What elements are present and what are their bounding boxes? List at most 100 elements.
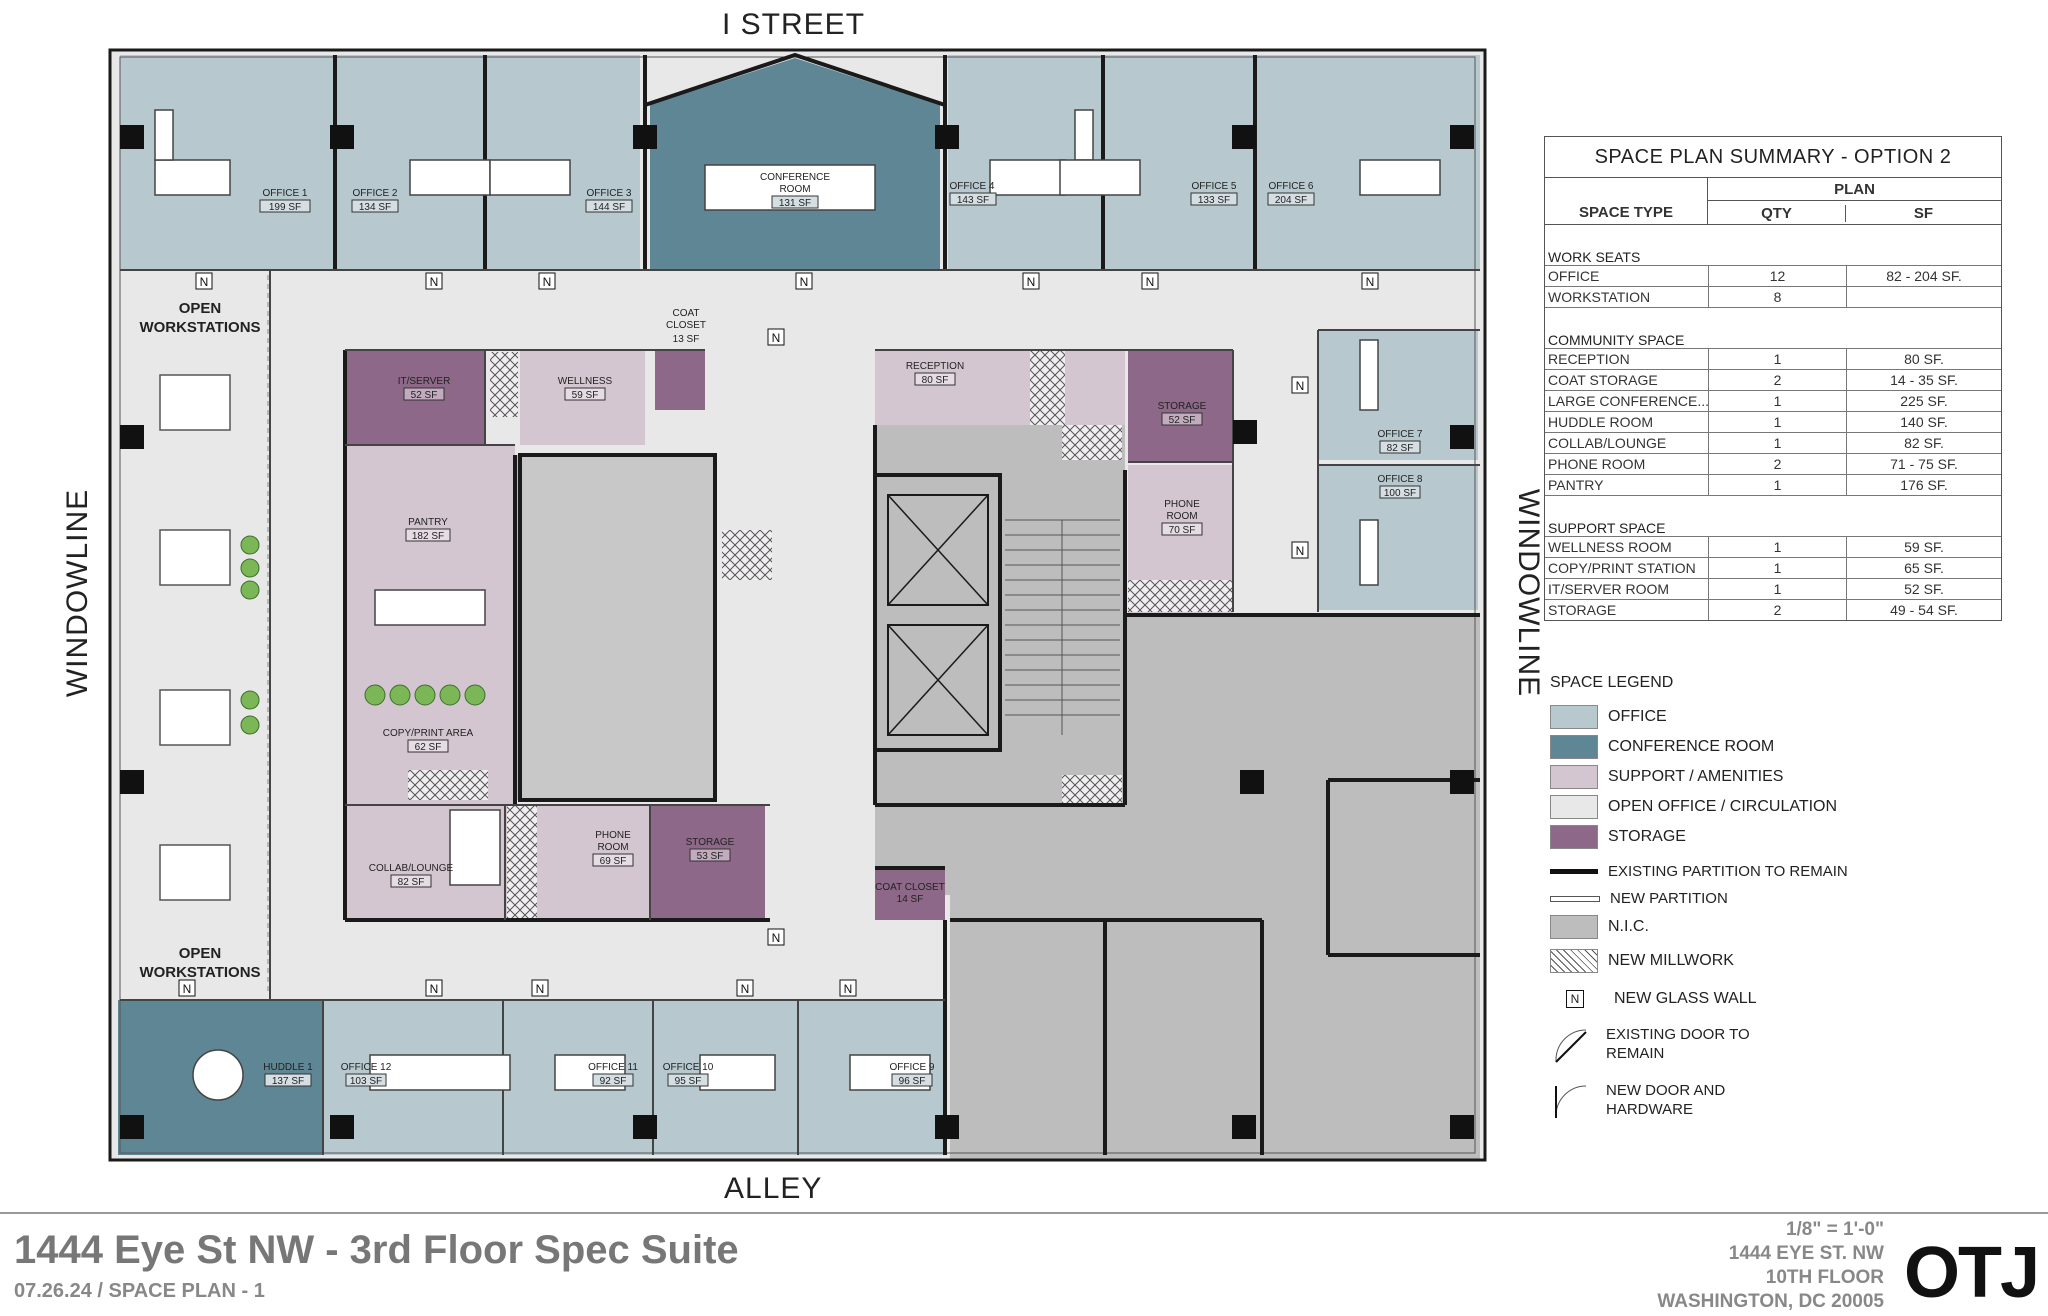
glass-wall-marker: N: [741, 982, 750, 996]
col-qty: QTY: [1708, 204, 1846, 222]
col-space-type: SPACE TYPE: [1545, 178, 1708, 225]
legend-glass: NEW GLASS WALL: [1614, 990, 1757, 1007]
office-8-area: 100 SF: [1384, 488, 1416, 499]
legend-existing-door-2: REMAIN: [1606, 1045, 1665, 1062]
legend-millwork: NEW MILLWORK: [1608, 952, 1734, 969]
phone-bot-area: 69 SF: [600, 856, 627, 867]
new-door-icon: [1555, 1085, 1587, 1118]
windowline-right: WINDOWLINE: [1512, 488, 1546, 698]
glass-wall-marker: N: [1296, 544, 1305, 558]
office-10-area: 95 SF: [675, 1076, 702, 1087]
collab-lounge-area: 82 SF: [398, 877, 425, 888]
existing-partition-icon: [1550, 869, 1598, 874]
phone-bot-label-1: PHONE: [595, 830, 631, 841]
office-5-label: OFFICE 5: [1191, 181, 1236, 192]
copy-print-label: COPY/PRINT AREA: [383, 728, 474, 739]
glass-wall-marker: N: [1366, 275, 1375, 289]
glass-wall-marker: N: [200, 275, 209, 289]
phone-top-label-2: ROOM: [1166, 511, 1197, 522]
section-work-seats: WORK SEATS: [1548, 249, 1641, 265]
address-line-1: 1444 EYE ST. NW: [1728, 1243, 1884, 1264]
office-4-area: 143 SF: [957, 195, 989, 206]
reception-area: 80 SF: [922, 375, 949, 386]
office-2-area: 134 SF: [359, 202, 391, 213]
project-address: 1/8" = 1'-0" 1444 EYE ST. NW 10TH FLOOR …: [1657, 1218, 1884, 1314]
legend-new-partition: NEW PARTITION: [1610, 890, 1728, 907]
glass-wall-marker: N: [430, 982, 439, 996]
legend-nic: N.I.C.: [1608, 918, 1649, 935]
legend-new-door-1: NEW DOOR AND: [1606, 1082, 1726, 1099]
office-1-label: OFFICE 1: [262, 188, 307, 199]
col-sf: SF: [1913, 204, 1934, 222]
address-line-2: 10TH FLOOR: [1765, 1267, 1884, 1288]
office-3-area: 144 SF: [593, 202, 625, 213]
office-11-area: 92 SF: [600, 1076, 627, 1087]
new-partition-icon: [1550, 895, 1600, 902]
coat-closet-bot-area: 14 SF: [897, 894, 924, 905]
office-8-label: OFFICE 8: [1377, 474, 1422, 485]
phone-top-label-1: PHONE: [1164, 499, 1200, 510]
address-line-3: WASHINGTON, DC 20005: [1657, 1291, 1884, 1312]
space-plan-summary: SPACE PLAN SUMMARY - OPTION 2 SPACE TYPE…: [1544, 136, 2002, 621]
open-workstations-top-1: OPEN: [179, 300, 222, 317]
scale-label: 1/8" = 1'-0": [1785, 1219, 1884, 1240]
glass-wall-marker: N: [536, 982, 545, 996]
office-2-label: OFFICE 2: [352, 188, 397, 199]
glass-wall-icon: N: [1566, 990, 1584, 1008]
coat-closet-label-2: CLOSET: [666, 320, 706, 331]
legend-circulation: OPEN OFFICE / CIRCULATION: [1608, 798, 1838, 815]
col-plan: PLAN: [1708, 178, 2001, 201]
office-6-area: 204 SF: [1275, 195, 1307, 206]
glass-wall-marker: N: [844, 982, 853, 996]
summary-header: SPACE TYPE PLAN QTY SF: [1545, 178, 2001, 225]
street-label-bottom: ALLEY: [724, 1172, 823, 1205]
conference-swatch: [1550, 735, 1598, 759]
glass-wall-marker: N: [772, 331, 781, 345]
open-workstations-bot-2: WORKSTATIONS: [139, 964, 260, 981]
huddle-label: HUDDLE 1: [263, 1062, 313, 1073]
conference-label-2: ROOM: [779, 184, 810, 195]
floor-plan: N N N N N N N N N N N N N N N N OFFICE 1…: [108, 48, 1487, 1162]
it-server-area: 52 SF: [411, 390, 438, 401]
windowline-left: WINDOWLINE: [61, 488, 95, 698]
office-swatch: [1550, 705, 1598, 729]
storage-top-label: STORAGE: [1158, 401, 1207, 412]
wellness-area: 59 SF: [572, 390, 599, 401]
collab-lounge-label: COLLAB/LOUNGE: [369, 863, 454, 874]
office-11-label: OFFICE 11: [588, 1062, 638, 1073]
open-workstations-bot-1: OPEN: [179, 945, 222, 962]
pantry-label: PANTRY: [408, 517, 448, 528]
pantry-area: 182 SF: [412, 531, 444, 542]
glass-wall-marker: N: [1146, 275, 1155, 289]
otj-logo: OTJ: [1904, 1233, 2040, 1313]
storage-top-area: 52 SF: [1169, 415, 1196, 426]
coat-closet-area: 13 SF: [673, 334, 700, 345]
coat-closet-label-1: COAT: [672, 308, 699, 319]
office-1-area: 199 SF: [269, 202, 301, 213]
support-swatch: [1550, 765, 1598, 789]
open-workstations-top-2: WORKSTATIONS: [139, 319, 260, 336]
office-4-label: OFFICE 4: [949, 181, 994, 192]
copy-print-area: 62 SF: [415, 742, 442, 753]
legend-existing-partition: EXISTING PARTITION TO REMAIN: [1608, 863, 1848, 880]
office-6-label: OFFICE 6: [1268, 181, 1313, 192]
summary-title: SPACE PLAN SUMMARY - OPTION 2: [1545, 137, 2001, 178]
coat-closet-bot-label: COAT CLOSET: [875, 882, 945, 893]
legend-title: SPACE LEGEND: [1550, 674, 1674, 691]
storage-bot-area: 53 SF: [697, 851, 724, 862]
office-9-label: OFFICE 9: [889, 1062, 934, 1073]
huddle-area: 137 SF: [272, 1076, 304, 1087]
